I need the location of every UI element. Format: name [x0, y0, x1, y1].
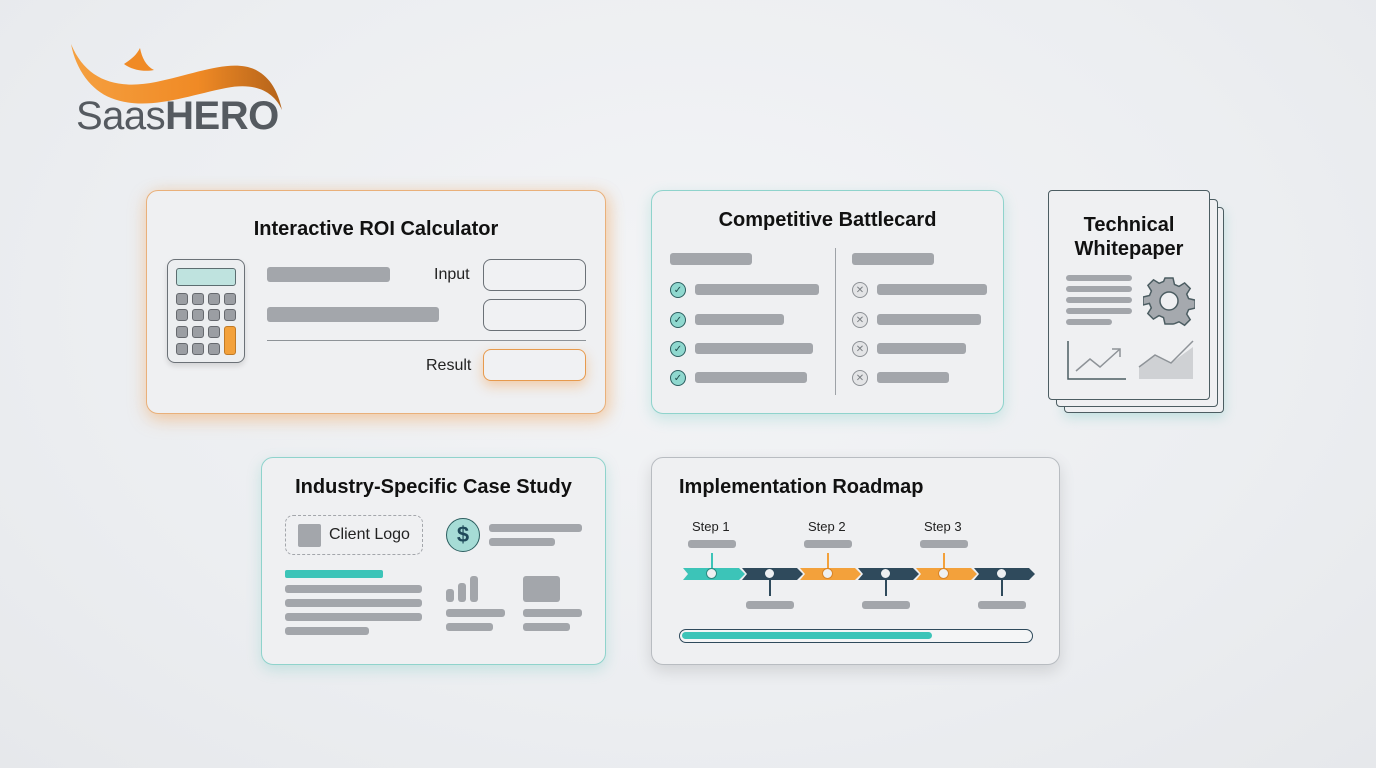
x-circle-icon: ✕: [852, 370, 868, 386]
step-label: Step 2: [808, 519, 846, 534]
card-title: Competitive Battlecard: [718, 209, 937, 231]
milestone-node[interactable]: [880, 568, 891, 579]
check-circle-icon: ✓: [670, 282, 686, 298]
client-logo-placeholder: Client Logo: [285, 515, 423, 555]
milestone-node[interactable]: [938, 568, 949, 579]
progress-fill: [682, 632, 932, 639]
divider: [267, 340, 586, 341]
roadmap-timeline: [683, 568, 1035, 580]
x-circle-icon: ✕: [852, 312, 868, 328]
x-circle-icon: ✕: [852, 282, 868, 298]
implementation-roadmap-card[interactable]: Implementation Roadmap Step 1 Step 2 Ste…: [651, 457, 1060, 665]
result-field[interactable]: [483, 349, 586, 381]
milestone-node[interactable]: [822, 568, 833, 579]
placeholder-bar: [267, 307, 439, 322]
highlight-bar: [285, 570, 383, 578]
progress-bar: [679, 629, 1033, 643]
input-label: Input: [434, 266, 470, 283]
card-title: Interactive ROI Calculator: [253, 218, 499, 240]
competitive-battlecard-card[interactable]: Competitive Battlecard ✓ ✓ ✓ ✓ ✕ ✕ ✕ ✕: [651, 190, 1004, 414]
card-title: Industry-Specific Case Study: [295, 476, 572, 498]
input-field[interactable]: [483, 259, 586, 291]
x-circle-icon: ✕: [852, 341, 868, 357]
client-logo-label: Client Logo: [329, 526, 410, 543]
line-chart-icon: [1067, 341, 1126, 380]
second-input-field[interactable]: [483, 299, 586, 331]
check-circle-icon: ✓: [670, 341, 686, 357]
card-title: Implementation Roadmap: [679, 476, 924, 498]
area-chart-icon: [1138, 340, 1194, 379]
saashero-logo: SaasHERO: [66, 40, 296, 140]
check-circle-icon: ✓: [670, 312, 686, 328]
dollar-icon: $: [446, 518, 480, 552]
bar-chart-icon: [446, 576, 480, 602]
check-circle-icon: ✓: [670, 370, 686, 386]
result-label: Result: [426, 357, 472, 374]
placeholder-bar: [267, 267, 390, 282]
gear-icon: [1143, 277, 1195, 327]
roi-calculator-card[interactable]: Interactive ROI Calculator Input Result: [146, 190, 606, 414]
image-placeholder-icon: [523, 576, 560, 602]
card-title-line1: Technical: [1083, 214, 1175, 236]
brand-name: SaasHERO: [76, 94, 279, 138]
step-label: Step 1: [692, 519, 730, 534]
milestone-node[interactable]: [706, 568, 717, 579]
technical-whitepaper-card[interactable]: Technical Whitepaper: [1046, 189, 1228, 417]
logo-image-icon: [298, 524, 321, 547]
column-divider: [835, 248, 836, 395]
calculator-icon: [167, 259, 245, 363]
step-label: Step 3: [924, 519, 962, 534]
milestone-node[interactable]: [996, 568, 1007, 579]
milestone-node[interactable]: [764, 568, 775, 579]
card-title-line2: Whitepaper: [1074, 238, 1184, 260]
swoosh-icon: [71, 44, 282, 110]
industry-case-study-card[interactable]: Industry-Specific Case Study Client Logo…: [261, 457, 606, 665]
